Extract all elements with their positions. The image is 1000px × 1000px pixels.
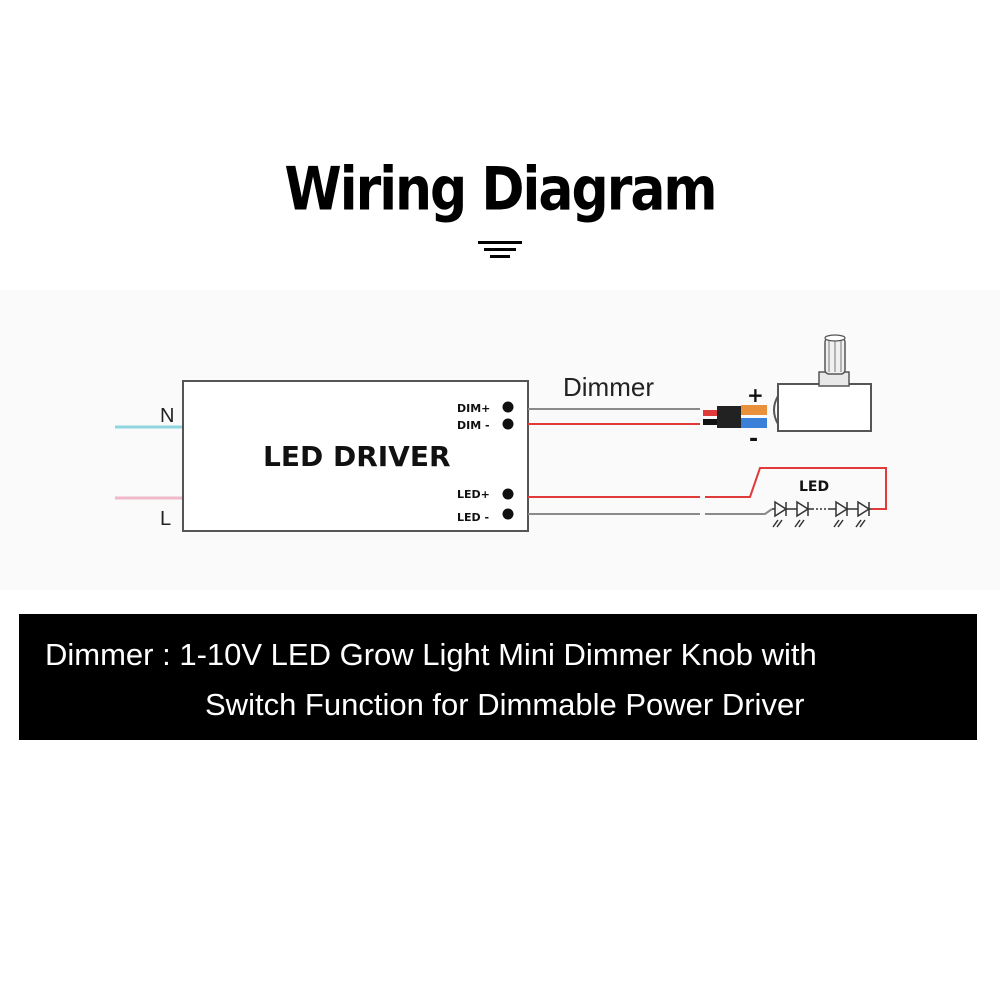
led-driver-box bbox=[182, 380, 529, 532]
connector-red-pin bbox=[703, 410, 717, 416]
caption-line-2: Switch Function for Dimmable Power Drive… bbox=[205, 687, 805, 722]
terminal-led-minus-dot bbox=[502, 508, 514, 520]
terminal-led-plus-dot bbox=[502, 488, 514, 500]
plug-plus-orange bbox=[741, 405, 767, 415]
plus-sign: + bbox=[747, 383, 764, 407]
terminal-dim-plus-label: DIM+ bbox=[457, 402, 490, 415]
dimmer-knob-icon bbox=[773, 334, 872, 432]
caption-box: Dimmer : 1-10V LED Grow Light Mini Dimme… bbox=[19, 614, 977, 740]
wiring-diagram: N L LED DRIVER DIM+ DIM - LED+ LED - Dim… bbox=[0, 290, 1000, 590]
led-loop-red bbox=[705, 467, 887, 510]
terminal-dim-minus-label: DIM - bbox=[457, 419, 490, 432]
minus-sign: - bbox=[749, 427, 758, 452]
terminal-dim-minus-dot bbox=[502, 418, 514, 430]
terminal-dim-plus-dot bbox=[502, 401, 514, 413]
led-string-icon bbox=[772, 500, 872, 528]
title-underline-icon bbox=[478, 241, 522, 258]
terminal-led-minus-label: LED - bbox=[457, 511, 489, 524]
dimmer-label: Dimmer bbox=[563, 372, 654, 402]
caption-line-1: Dimmer : 1-10V LED Grow Light Mini Dimme… bbox=[45, 637, 817, 672]
led-label: LED bbox=[799, 479, 829, 495]
led-loop-gray bbox=[705, 508, 773, 515]
input-n-label: N bbox=[160, 405, 174, 427]
plug-minus-blue bbox=[741, 418, 767, 428]
input-l-label: L bbox=[160, 508, 171, 530]
page-title: Wiring Diagram bbox=[284, 155, 717, 225]
connector-black-pin bbox=[703, 419, 717, 425]
connector-body bbox=[717, 406, 741, 428]
led-driver-label: LED DRIVER bbox=[263, 440, 451, 473]
terminal-led-plus-label: LED+ bbox=[457, 488, 490, 501]
